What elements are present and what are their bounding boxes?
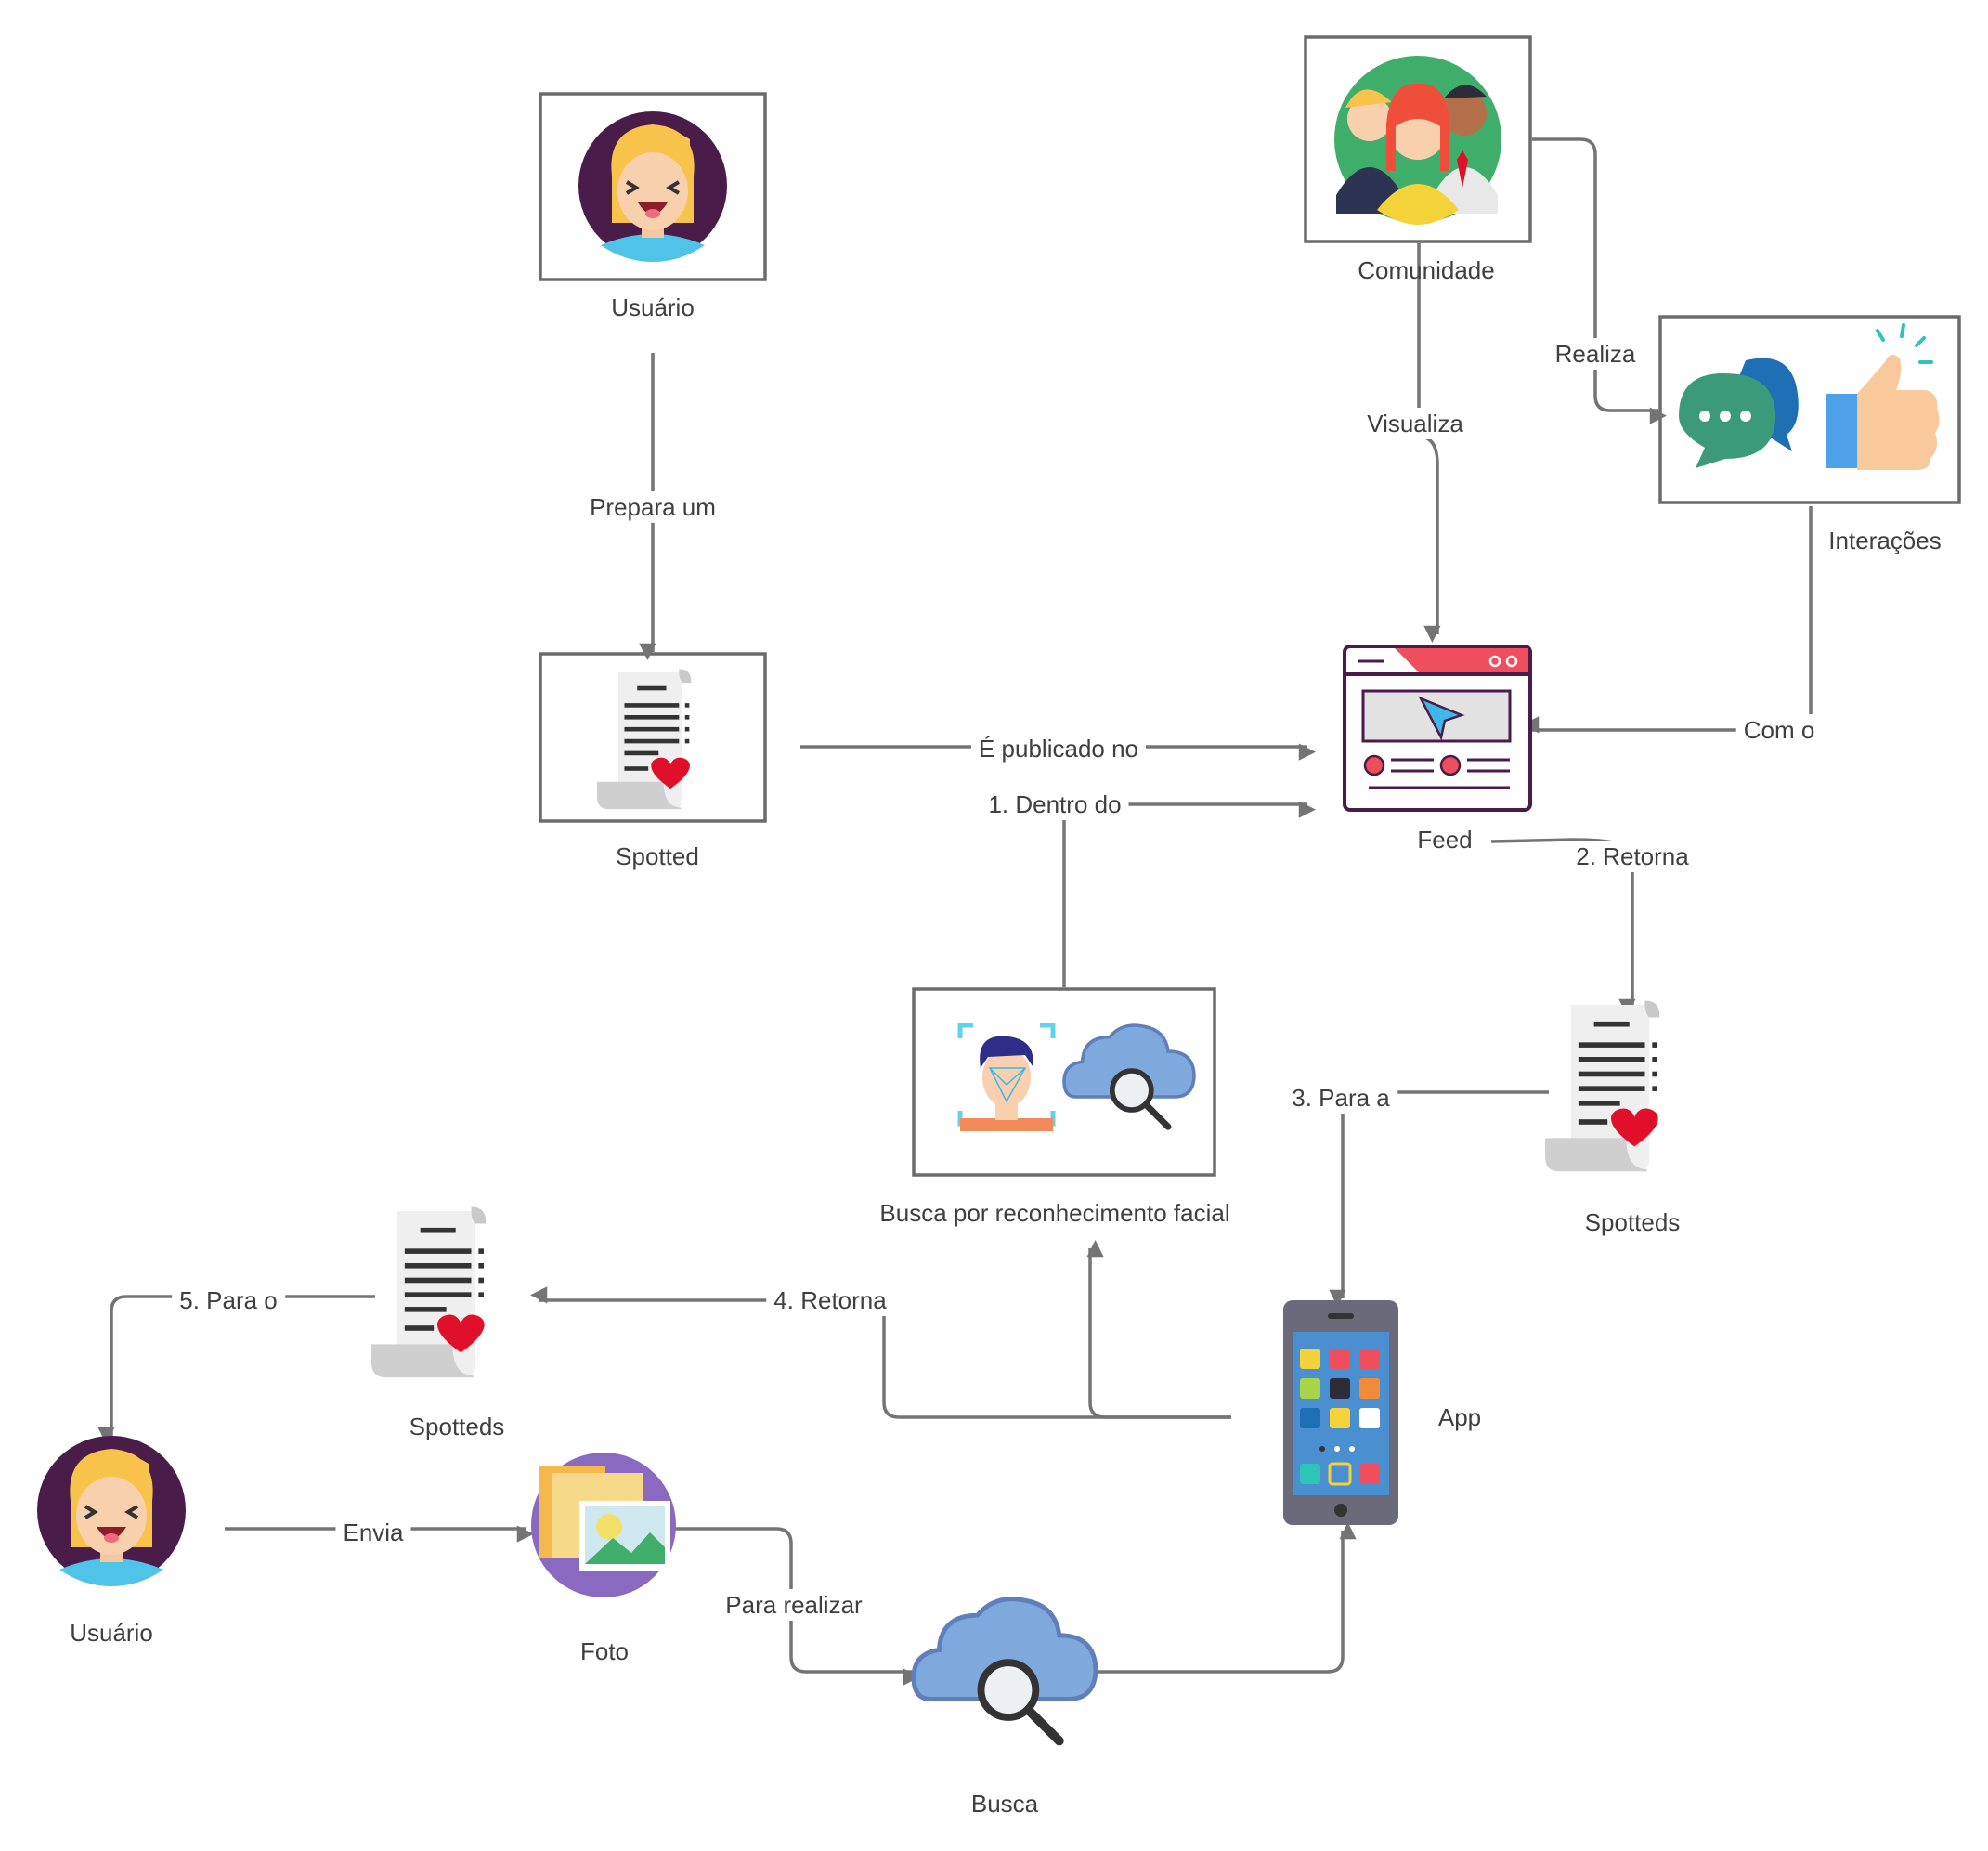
group-people-icon — [1334, 56, 1501, 225]
node-label-busca: Busca — [970, 1790, 1039, 1818]
node-label-foto: Foto — [579, 1637, 630, 1665]
cloud-search-icon — [914, 1599, 1096, 1741]
love-letter-scroll-icon-left — [371, 1206, 487, 1378]
edge-realiza — [1532, 137, 1667, 424]
edge-label-retorna-4: 4. Retorna — [766, 1284, 894, 1316]
edge-label-retorna-2: 2. Retorna — [1568, 841, 1696, 872]
face-recognition-cloud-search-icon — [957, 1025, 1194, 1131]
smartphone-icon — [1283, 1300, 1398, 1525]
edge-label-envia: Envia — [335, 1517, 411, 1548]
node-label-interacoes: Interações — [1828, 527, 1942, 554]
edge-label-para-o-5: 5. Para o — [172, 1284, 285, 1316]
node-label-spotteds-left: Spotteds — [409, 1413, 505, 1440]
edge-dentro-do — [1062, 801, 1316, 987]
node-label-app: App — [1437, 1403, 1482, 1431]
edge-label-para-realizar: Para realizar — [718, 1589, 870, 1621]
node-label-busca-facial: Busca por reconhecimento facial — [879, 1199, 1230, 1227]
edge-label-realiza: Realiza — [1547, 338, 1644, 370]
edge-app-to-busca-facial — [1086, 1240, 1231, 1419]
edge-label-prepara-um: Prepara um — [582, 491, 723, 523]
edge-para-a-3 — [1329, 1090, 1549, 1307]
woman-avatar-icon-bottom — [35, 1434, 188, 1588]
node-label-spotteds-right: Spotteds — [1584, 1208, 1681, 1236]
node-label-spotted: Spotted — [616, 842, 699, 870]
edge-busca-to-app — [1096, 1522, 1357, 1674]
love-letter-scroll-icon-right — [1545, 1000, 1660, 1172]
edge-label-visualiza: Visualiza — [1359, 408, 1471, 439]
edge-label-com-o: Com o — [1735, 714, 1823, 746]
edge-retorna-4-path — [760, 1298, 1231, 1419]
node-label-feed: Feed — [1417, 826, 1473, 854]
chat-and-thumbs-up-icon — [1679, 323, 1940, 470]
browser-window-icon — [1343, 645, 1532, 812]
edge-label-para-a-3: 3. Para a — [1284, 1082, 1397, 1114]
node-label-usuario-bottom: Usuário — [70, 1619, 153, 1647]
photo-folder-icon — [531, 1453, 676, 1597]
edge-label-publicado-no: É publicado no — [970, 733, 1147, 764]
node-label-usuario-top: Usuário — [611, 293, 695, 321]
edge-label-dentro-do: 1. Dentro do — [981, 789, 1129, 820]
edge-para-o-5 — [97, 1295, 375, 1444]
node-label-comunidade: Comunidade — [1358, 256, 1495, 284]
edge-com-o — [1522, 506, 1813, 734]
